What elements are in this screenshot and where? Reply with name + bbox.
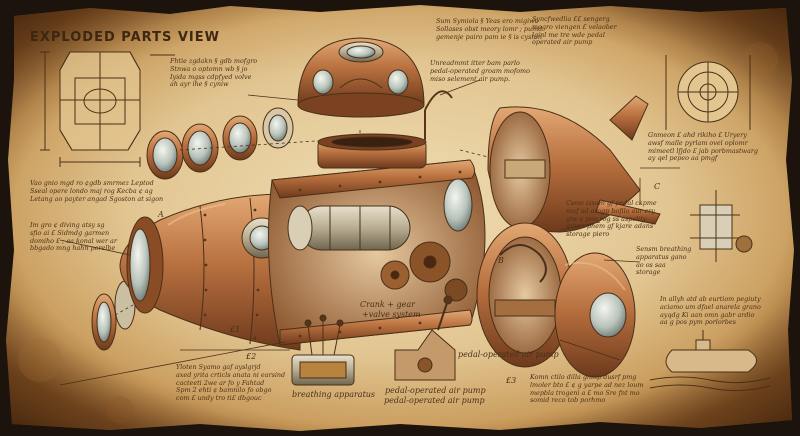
note-line: lmoler bto £ ¢ g yarpe ad nez loum	[530, 380, 644, 389]
note-top-right: Syncfwedlia ££ sengerg mogro viengen £ v…	[532, 15, 617, 47]
note-right-side: Sensm breathing apparatus gano ao os saa…	[636, 245, 692, 277]
note-line: quyez phem gf kjare adans	[566, 222, 654, 231]
note-line: Syncfwedlia ££ sengerg	[532, 15, 610, 23]
note-line: mogro viengen £ velaober	[532, 22, 617, 31]
note-line: storage	[636, 268, 661, 277]
note-line: Letang ao payter angad Sgoston at sigon	[30, 194, 164, 203]
note-line: awsf malle pyrlam ovel oplomr	[648, 138, 748, 147]
note-line: cacteeti 2we ar fo y Fahtad	[176, 378, 265, 387]
note-line: ayqdg Ki aan omn gabr ardio	[660, 310, 755, 319]
note-line: Stnwa o optomn wb § jo	[170, 64, 248, 73]
note-line: Fhtie zgdakn § gdb mofgro	[170, 57, 258, 65]
note-line: muf ad aragp bofilo aur ery	[566, 206, 655, 215]
note-line: aciamo um dfael anarela grano	[660, 302, 761, 311]
note-right-mid: Csme izsum gf pedal ckpme muf ad aragp b…	[566, 199, 657, 239]
note-line: mepbla trogeni a £ mo Sre fnt mo	[530, 388, 640, 397]
note-line: gemenje pairo pam ie § is cyston	[436, 32, 542, 41]
note-line: ah ayr ihe § cyniw	[170, 80, 229, 89]
note-center: Unreadmmt itter bam parlo pedal-operated…	[430, 59, 530, 83]
label-valve-system: +valve system	[362, 310, 421, 319]
label-pedal-air-pump-3: pedal-operated air pump	[458, 350, 559, 359]
dimension-label: B	[498, 256, 504, 265]
note-line: pedal-operated groam mofomo	[430, 66, 530, 75]
note-line: giw ¢ poo rog ss aspelity	[566, 214, 647, 223]
note-right-lower: In allyh atd ab eurtiom pegiuty aciamo u…	[660, 295, 761, 327]
dimension-label: C	[654, 182, 661, 191]
dimension-label: £3	[506, 376, 517, 385]
note-top-center: Sum Symiola § Yeas ero migiwo Sollases o…	[436, 17, 543, 41]
note-line: Yloten Syamo gaf ayslgrjd	[176, 363, 261, 371]
note-line: operated air pump	[532, 38, 593, 47]
note-line: ao os saa	[636, 260, 666, 269]
note-line: Im gro ¢ diving atsy sg	[30, 221, 105, 229]
dimension-label: A	[158, 210, 164, 219]
note-line: Vao gnio mgd ro ¢gdb smrmez Leptod	[30, 179, 154, 187]
label-pedal-air-pump-1: pedal-operated air pump	[385, 386, 486, 395]
note-line: apparatus gano	[636, 252, 687, 261]
note-line: Sensm breathing	[636, 245, 692, 253]
page-title: EXPLODED PARTS VIEW	[30, 30, 220, 45]
note-line: bbgado mng hahn porelbe	[30, 244, 116, 253]
dimension-label: £1	[230, 325, 241, 334]
note-right-upper: Gnmeon £ ahd rikiho £ Uryery awsf malle …	[648, 131, 758, 163]
note-line: lginl me tre wde pedal	[532, 30, 605, 39]
note-line: miso selement air pump.	[430, 74, 511, 83]
note-line: Gnmeon £ ahd rikiho £ Uryery	[648, 131, 747, 139]
label-pedal-air-pump-2: pedal-operated air pump	[384, 396, 485, 405]
note-line: mimeetl lfjdo £ jab porbmastwarg	[648, 146, 758, 155]
label-breathing-apparatus: breathing apparatus	[292, 390, 376, 399]
note-line: axed yrita crticls anata ni earsind	[176, 370, 286, 379]
note-line: aa g pos pym porlorbes	[660, 318, 736, 327]
note-line: Sollases obst meory lomr ; pumd	[436, 24, 543, 33]
label-crank-gear: Crank + gear	[360, 300, 415, 309]
note-top-left: Fhtie zgdakn § gdb mofgro Stnwa o optomn…	[170, 57, 258, 89]
note-line: Spm 2 ehti ¢ bamnilo fo obgo	[176, 386, 272, 395]
note-line: Csme izsum gf pedal ckpme	[566, 199, 657, 207]
note-left-lower: Im gro ¢ diving atsy sg sfio ai £ Sidmdg…	[30, 221, 117, 253]
note-line: ay qel pepeo aa pmgf	[648, 154, 718, 163]
note-line: In allyh atd ab eurtiom pegiuty	[660, 295, 761, 303]
note-bottom-right: Komn ctilo dilla gnmp dusrf pmg lmoler b…	[530, 373, 644, 405]
note-line: sfio ai £ Sidmdg garmen	[30, 228, 110, 237]
note-line: Sum Symiola § Yeas ero migiwo	[436, 17, 539, 25]
note-line: domiho £ ; aa konal wer ar	[30, 236, 117, 245]
note-line: Unreadmmt itter bam parlo	[430, 59, 520, 67]
dimension-label: £2	[246, 352, 257, 361]
note-line: somid reco tob porhmo	[530, 396, 606, 405]
note-line: Iyida mgss cdpfyed volve	[170, 72, 252, 81]
note-line: Komn ctilo dilla gnmp dusrf pmg	[530, 373, 637, 381]
note-line: com £ undy tro ti£ dbgouc	[176, 394, 262, 403]
note-bottom-left: Yloten Syamo gaf ayslgrjd axed yrita crt…	[176, 363, 286, 403]
note-line: Sseal opere londo maj rog Kecba ¢ ag	[30, 186, 153, 195]
note-left-upper: Vao gnio mgd ro ¢gdb smrmez Leptod Sseal…	[30, 179, 164, 203]
note-line: storage piero	[566, 230, 610, 239]
